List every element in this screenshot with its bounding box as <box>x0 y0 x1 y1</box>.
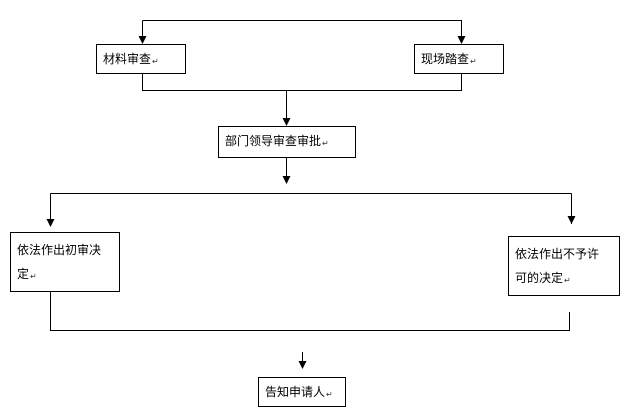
node-dept-approval: 部门领导审查审批↵ <box>218 126 356 158</box>
arrowhead-notify <box>298 361 307 369</box>
paragraph-mark-icon: ↵ <box>30 272 37 281</box>
paragraph-mark-icon: ↵ <box>470 57 477 66</box>
node-label-line-1: 依法作出初审决 <box>17 243 102 257</box>
arrowhead-approval <box>282 118 291 126</box>
node-label-line-1: 依法作出不予许 <box>515 247 600 261</box>
node-material-review: 材料审查↵ <box>96 44 186 74</box>
paragraph-mark-icon: ↵ <box>326 390 333 399</box>
node-initial-decision: 依法作出初审决 定↵ <box>10 232 120 292</box>
node-label: 告知申请人 <box>265 385 326 399</box>
node-site-inspection: 现场踏查↵ <box>414 44 504 74</box>
connector-decision-split <box>50 193 572 224</box>
arrowhead-deny <box>567 216 576 224</box>
paragraph-mark-icon: ↵ <box>564 276 571 285</box>
arrowhead-material <box>138 36 147 44</box>
node-label: 部门领导审查审批 <box>225 134 322 148</box>
node-label-line-2: 可的决定 <box>515 271 564 285</box>
arrowhead-initial <box>46 219 55 227</box>
node-notify-applicant: 告知申请人↵ <box>258 377 346 407</box>
node-label: 材料审查 <box>103 52 152 66</box>
connector-merge-approval <box>142 74 462 121</box>
arrowhead-inspect <box>457 36 466 44</box>
node-label-line-2: 定 <box>17 267 30 281</box>
paragraph-mark-icon: ↵ <box>152 57 159 66</box>
connector-merge-notify <box>50 292 570 331</box>
paragraph-mark-icon: ↵ <box>322 139 329 148</box>
connector-top-split <box>142 20 462 40</box>
arrowhead-split <box>282 176 291 184</box>
node-denial-decision: 依法作出不予许 可的决定↵ <box>508 236 620 296</box>
node-label: 现场踏查 <box>421 52 470 66</box>
